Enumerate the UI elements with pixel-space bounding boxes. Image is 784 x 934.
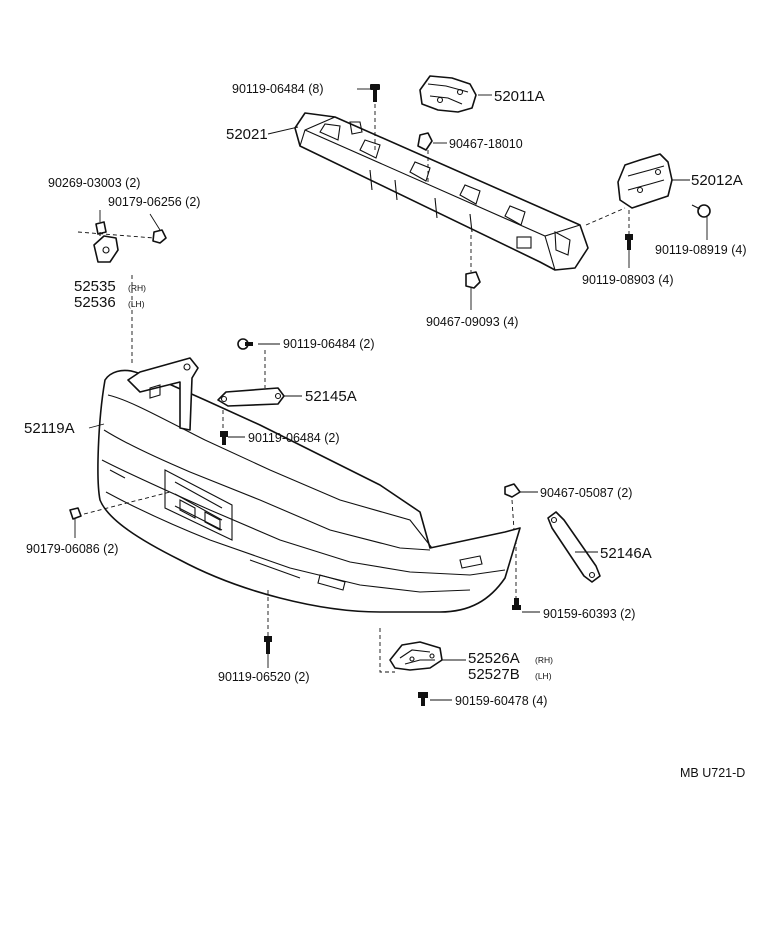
retainer-52535-52536 [93, 221, 167, 263]
label-52012A: 52012A [691, 172, 743, 189]
clip-90467-18010 [417, 132, 433, 151]
label-90179-06256: 90179-06256 (2) [108, 195, 200, 209]
label-90467-05087: 90467-05087 (2) [540, 486, 632, 500]
label-52536: 52536 [74, 294, 116, 311]
label-90159-60393: 90159-60393 (2) [543, 607, 635, 621]
bolt-90119-08919 [691, 204, 711, 218]
label-90159-60478: 90159-60478 (4) [455, 694, 547, 708]
diagram-code: MB U721-D [680, 766, 745, 780]
assembly-lines [77, 104, 630, 673]
bolt-90119-08903 [625, 234, 633, 250]
label-90467-09093: 90467-09093 (4) [426, 315, 518, 329]
label-90119-08903: 90119-08903 (4) [582, 273, 674, 287]
label-90467-18010: 90467-18010 [449, 137, 523, 151]
brace-52145A [217, 387, 285, 407]
bracket-52012A [617, 153, 673, 209]
clip-90467-05087 [504, 483, 521, 498]
brace-52146A [547, 511, 601, 583]
clip-90467-09093 [465, 271, 481, 289]
part-labels: 90119-06484 (8) 52011A 52021 90467-18010… [24, 82, 747, 780]
label-52536-lh: (LH) [128, 299, 145, 309]
label-52526A: 52526A [468, 650, 520, 667]
label-90179-06086: 90179-06086 (2) [26, 542, 118, 556]
label-52527B: 52527B [468, 666, 520, 683]
label-52526A-rh: (RH) [535, 655, 553, 665]
bolt-90119-06484-top [370, 84, 380, 102]
label-52021: 52021 [226, 126, 268, 143]
leader-lines [74, 88, 708, 701]
bracket-52011A [419, 75, 477, 113]
bumper-reinforcement-52021 [294, 112, 589, 271]
screw-90159-60478 [418, 692, 428, 706]
label-52535-rh: (RH) [128, 283, 146, 293]
label-90119-06484-2a: 90119-06484 (2) [283, 337, 375, 351]
label-52535: 52535 [74, 278, 116, 295]
bolt-90119-06484-mid [237, 338, 253, 350]
bumper-cover-52119A [97, 357, 521, 613]
bolt-90119-06484-lower [220, 431, 228, 445]
brackets-52526A-52527B [389, 641, 443, 671]
nut-90179-06086 [69, 507, 82, 520]
label-52011A: 52011A [494, 88, 545, 105]
label-90269-03003: 90269-03003 (2) [48, 176, 140, 190]
screw-90159-60393 [512, 598, 521, 610]
label-52527B-lh: (LH) [535, 671, 552, 681]
label-90119-06484-2b: 90119-06484 (2) [248, 431, 340, 445]
label-52145A: 52145A [305, 388, 357, 405]
bolt-90119-06520 [264, 636, 272, 654]
label-52119A: 52119A [24, 420, 75, 437]
label-90119-08919: 90119-08919 (4) [655, 243, 747, 257]
label-90119-06484-8: 90119-06484 (8) [232, 82, 324, 96]
label-52146A: 52146A [600, 545, 652, 562]
label-90119-06520: 90119-06520 (2) [218, 670, 310, 684]
